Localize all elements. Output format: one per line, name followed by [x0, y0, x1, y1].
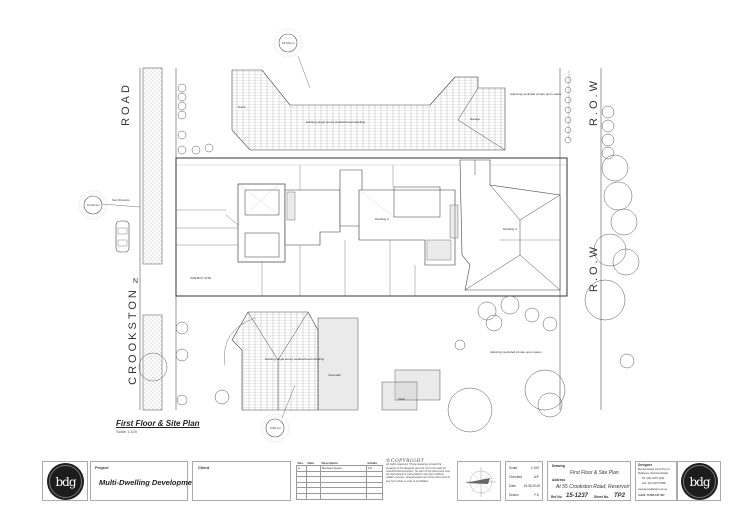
drawing-label: Drawing	[552, 464, 566, 468]
checked-value: A/F	[533, 475, 539, 479]
bdg-logo-text: bdg	[689, 474, 710, 489]
existing-dwelling-south-label: Existing single storey weatherboard dwel…	[265, 357, 324, 361]
address-label: Address	[552, 478, 566, 482]
subject-site-label: SUBJECT SITE	[190, 276, 211, 280]
client-label: Client	[198, 465, 210, 470]
existing-dwelling-north-label: Existing single storey weatherboard dwel…	[306, 120, 365, 124]
porch-label: Porch	[238, 105, 246, 109]
plan-scale: Scale 1:100	[116, 429, 138, 434]
copyright-text: All rights reserved. These drawings rema…	[386, 463, 450, 483]
designer-line: Melbourne Victoria Australia	[638, 472, 668, 475]
north-marker: N	[133, 278, 138, 285]
designer-line: Fax: (03) 9470 5388	[642, 482, 666, 485]
road-label-upper: ROAD	[119, 82, 132, 126]
road-label-lower: CROOKSTON	[126, 287, 139, 385]
designer-line: www.beyonddesign.com.au	[638, 488, 668, 491]
dwelling-3-label: Dwelling 3	[503, 227, 517, 231]
sheet-number: TP2	[614, 493, 626, 499]
rev-header: Rev.	[297, 460, 304, 465]
plan-title: First Floor & Site Plan	[116, 419, 200, 428]
date-value: 15.05.2015	[523, 484, 540, 488]
dwelling-1-floorplan	[225, 183, 341, 263]
designer-line: Ph: (03) 9470 1146	[642, 477, 665, 480]
revision-cell: FS	[366, 465, 383, 472]
project-box: Project Multi-Dwelling Development	[90, 461, 199, 501]
designer-line: A.B.N. 73 095 137 307	[638, 494, 665, 497]
compass-box	[457, 461, 501, 501]
drawing-name: First Floor & Site Plan	[570, 470, 619, 476]
sheet-label: Sheet No.	[594, 495, 610, 499]
drawn-value: F.S	[534, 493, 539, 497]
project-label: Project	[95, 465, 109, 470]
scale-label: Scale	[509, 466, 518, 470]
bdg-logo: bdg	[47, 463, 84, 500]
revision-row	[296, 487, 383, 494]
drawn-label: Drawn	[509, 493, 519, 497]
date-header: Date	[307, 460, 315, 465]
ref-number: 15-1237	[566, 493, 589, 499]
logo-box-right: bdg	[677, 461, 721, 501]
designer-line: Beyond Design Group Pty Ltd	[638, 468, 670, 471]
site-plan-drawing: N SUBJECT SITE Dwelling 3 Dwelling 2 Exi…	[78, 28, 640, 443]
row-label-upper: R.O.W	[588, 78, 600, 126]
sun-time-west: 10:00 am	[87, 203, 100, 207]
revision-row	[296, 476, 383, 483]
revision-row	[296, 470, 383, 478]
south-neighbour-house	[224, 311, 441, 411]
row-label-lower: R.O.W	[588, 244, 600, 292]
dwelling-2-label: Dwelling 2	[375, 217, 389, 221]
site-address: At 55 Crookston Road, Reservoir	[556, 484, 630, 490]
ref-label: Ref No.	[551, 495, 563, 499]
compass-icon	[465, 467, 496, 497]
scale-value: 1:100	[530, 466, 539, 470]
trees	[138, 76, 640, 433]
sun-time-south: 2:00 pm	[270, 426, 281, 430]
subject-site-boundary	[175, 157, 568, 297]
revision-row	[296, 481, 383, 489]
copyright-heading: ©COPYRIGHT	[386, 459, 425, 464]
description-header: Description	[321, 460, 339, 465]
designer-label: Designer	[638, 463, 653, 467]
sun-direction-label: Sun Direction	[112, 198, 130, 202]
crookston-road-footpath	[139, 67, 177, 411]
adjoining-space-label: Adjoining secluded private open space	[490, 350, 542, 354]
north-neighbour-house	[231, 69, 506, 151]
bdg-logo-text: bdg	[55, 474, 76, 489]
initials-header: Initials	[367, 460, 378, 465]
project-name: Multi-Dwelling Development	[99, 478, 200, 487]
drawing-info-box: Drawing First Floor & Site Plan Address …	[547, 461, 631, 501]
checked-label: Checked	[509, 475, 523, 479]
car-icon	[115, 220, 130, 253]
dwelling-3-roof	[459, 159, 561, 291]
revisions-table: Rev. Date Description Initials A Revised…	[296, 460, 383, 500]
date-label: Date	[509, 484, 516, 488]
designer-box: Designer Beyond Design Group Pty Ltd Mel…	[635, 461, 677, 501]
revision-row: A Revised Quote FS	[296, 465, 383, 472]
bdg-logo-right: bdg	[681, 463, 718, 500]
shed-label: Shed	[398, 397, 405, 401]
sun-time-north: 12:00 pm	[282, 41, 295, 45]
copyright-notice: ©COPYRIGHT All rights reserved. These dr…	[386, 459, 452, 483]
dwelling-2-floorplan	[339, 169, 459, 266]
meta-box: Scale 1:100 Checked A/F Date 15.05.2015 …	[505, 461, 543, 501]
logo-box-left: bdg	[42, 461, 88, 501]
revision-row	[296, 493, 383, 500]
dimension-lines	[176, 165, 560, 296]
verandah-label: Verandah	[328, 373, 341, 377]
garage-label: Garage	[470, 117, 480, 121]
client-box: Client	[192, 461, 291, 501]
adjoining-space-north-label: Adjoining secluded private open space	[510, 92, 562, 96]
